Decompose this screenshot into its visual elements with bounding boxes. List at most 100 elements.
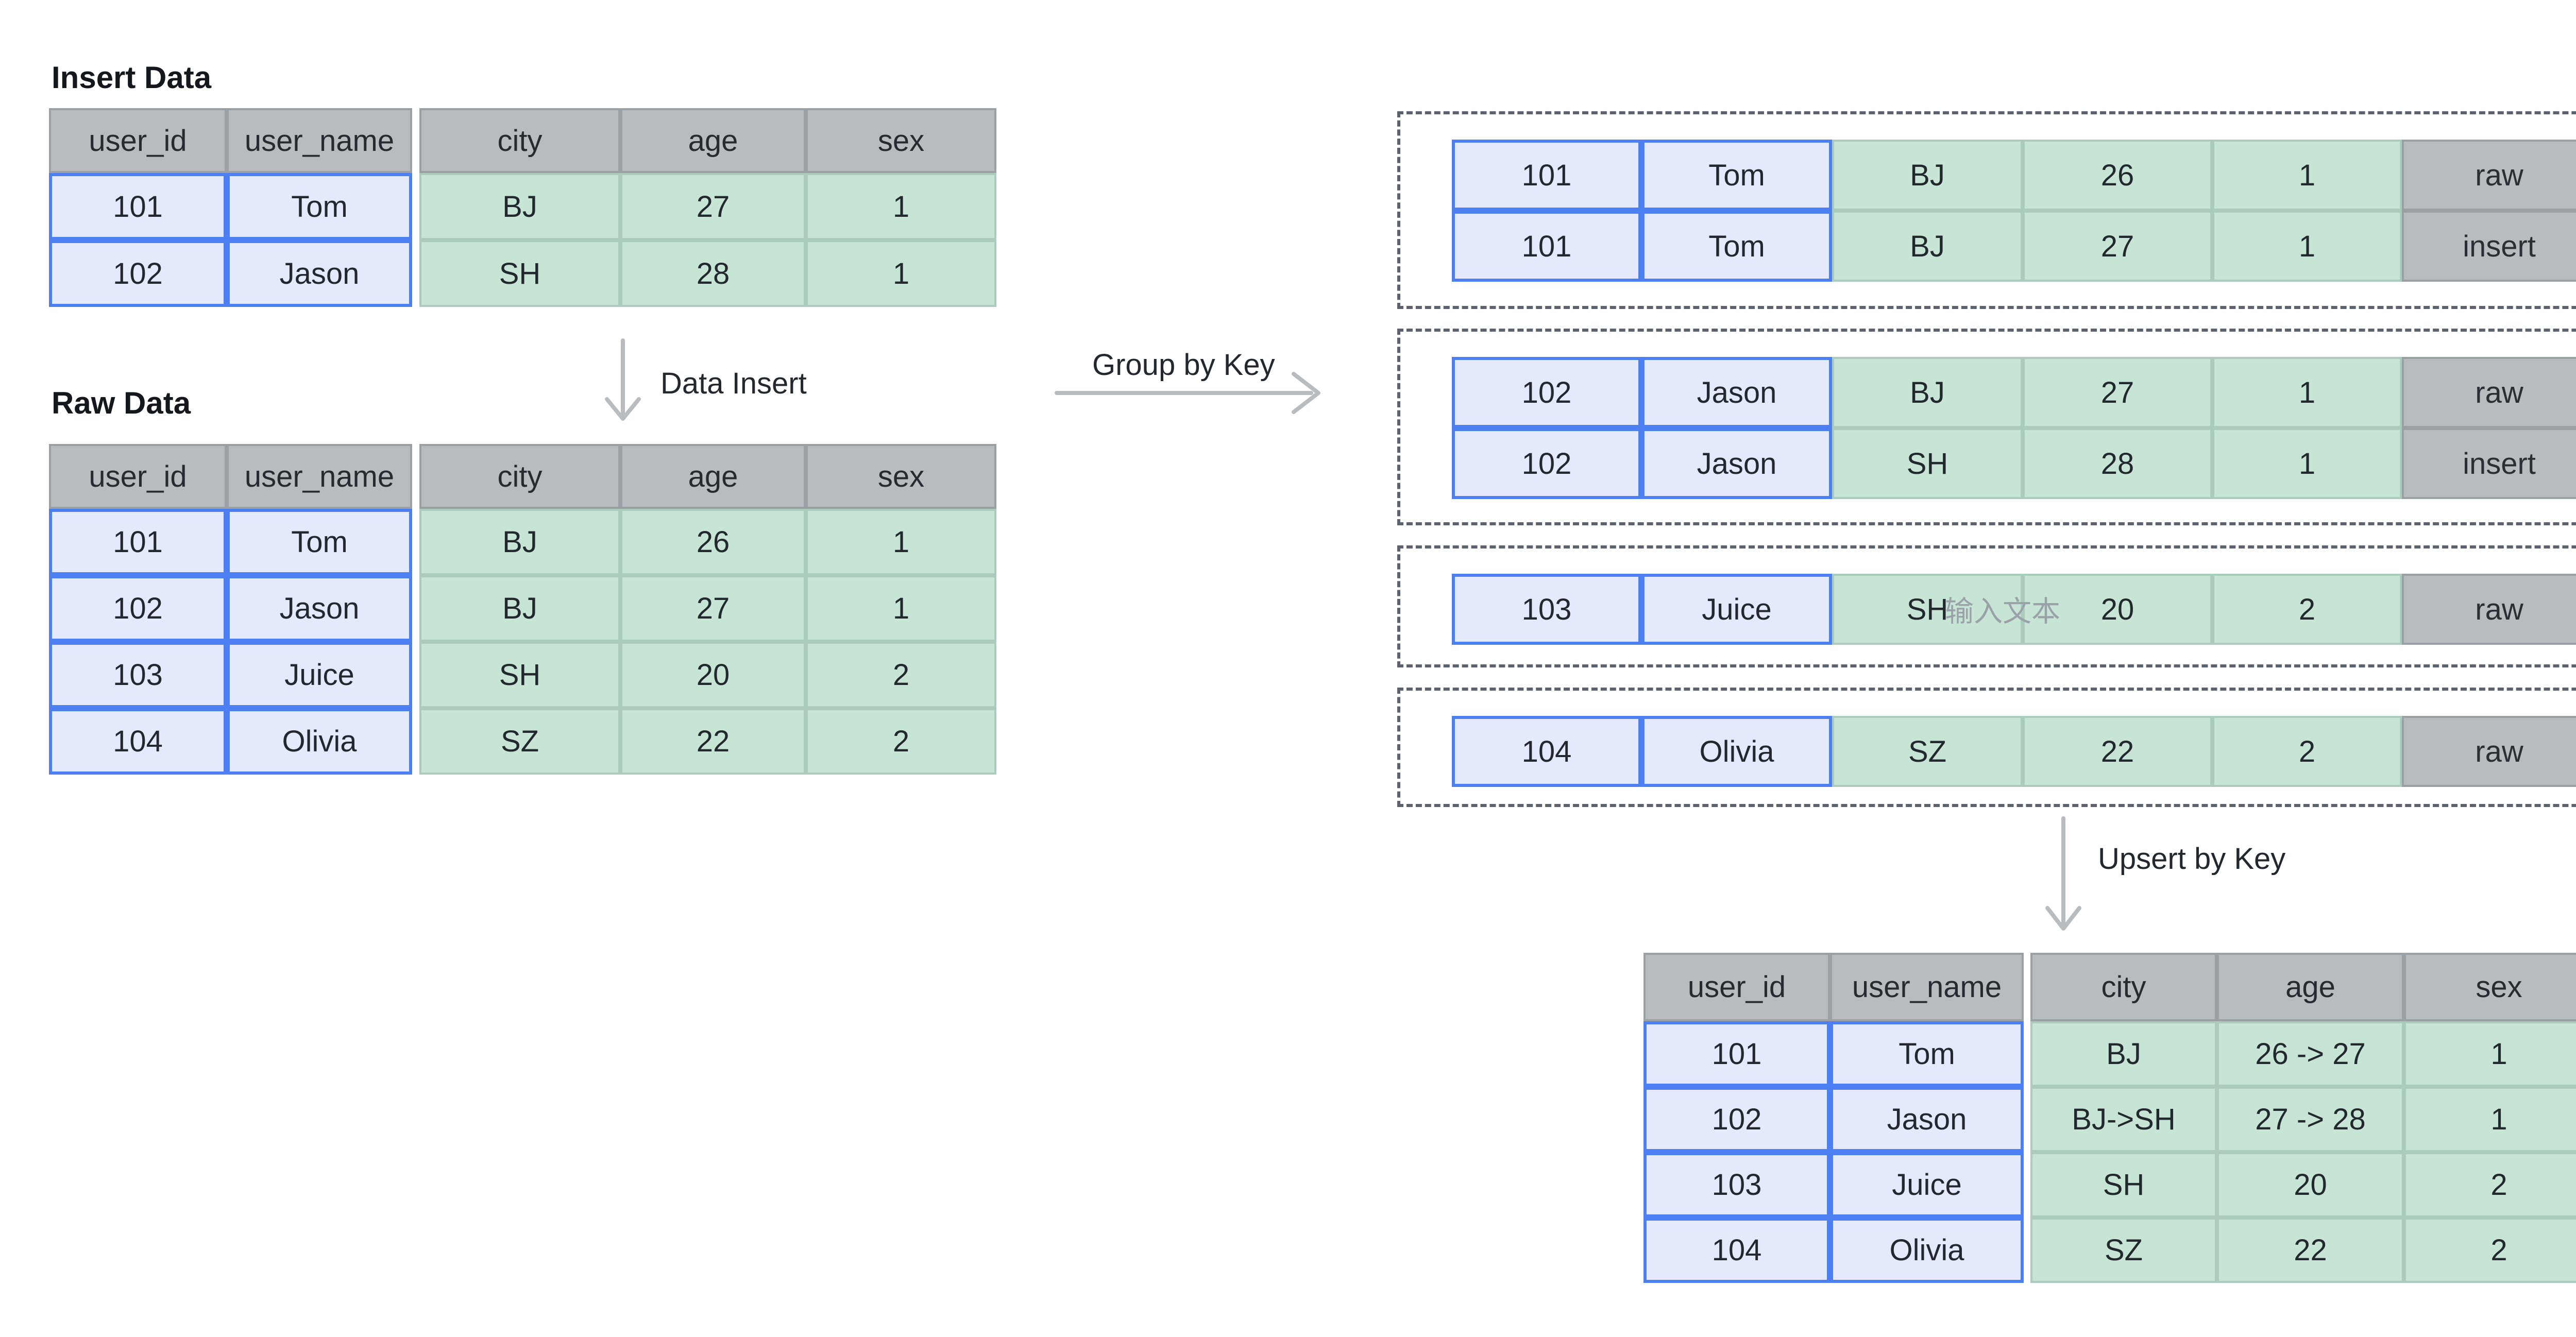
key-cell: Juice [1830,1152,2024,1218]
header-cell-user_name: user_name [227,108,412,173]
tag-cell-raw: raw [2402,140,2576,211]
value-cell: 1 [2212,211,2402,282]
key-cell: 104 [1452,716,1641,787]
upsert-by-key-label: Upsert by Key [2098,842,2286,876]
header-cell-age: age [2217,953,2404,1021]
value-cell: BJ [419,575,620,642]
header-cell-sex: sex [806,444,996,509]
value-cell: 27 -> 28 [2217,1087,2404,1152]
tag-cell-insert: insert [2402,211,2576,282]
value-cell: 2 [806,708,996,775]
key-cell: Olivia [227,708,412,775]
value-cell: 1 [806,575,996,642]
value-cell: 22 [2023,716,2212,787]
header-cell-user_name: user_name [1830,953,2024,1021]
key-cell: Juice [1641,574,1832,645]
key-cell: Tom [1641,140,1832,211]
value-cell: 2 [2404,1152,2576,1218]
key-cell: 103 [49,642,227,708]
key-cell: 104 [49,708,227,775]
header-cell-age: age [620,444,806,509]
value-cell: BJ [2030,1021,2217,1087]
key-cell: 101 [49,509,227,575]
value-cell: 27 [620,575,806,642]
value-cell: BJ [1832,357,2023,428]
header-cell-city: city [419,108,620,173]
value-cell: SZ [2030,1218,2217,1283]
header-cell-user_id: user_id [49,444,227,509]
header-cell-age: age [620,108,806,173]
value-cell: 26 [2023,140,2212,211]
tag-cell-insert: insert [2402,428,2576,499]
key-cell: Olivia [1641,716,1832,787]
value-cell: BJ->SH [2030,1087,2217,1152]
value-cell: 1 [806,240,996,307]
header-cell-user_id: user_id [1643,953,1830,1021]
group-by-key-arrow-icon [1055,372,1320,414]
value-cell: 1 [2404,1087,2576,1152]
placeholder-watermark-text: 输入文本 [1945,595,2060,628]
value-cell: 2 [2212,716,2402,787]
value-cell: SZ [1832,716,2023,787]
key-cell: 101 [1452,140,1641,211]
key-cell: Tom [227,509,412,575]
key-cell: 103 [1452,574,1641,645]
value-cell: SH [2030,1152,2217,1218]
value-cell: BJ [1832,211,2023,282]
value-cell: BJ [1832,140,2023,211]
value-cell: 2 [2212,574,2402,645]
header-cell-city: city [2030,953,2217,1021]
key-cell: Tom [227,173,412,240]
value-cell: 22 [2217,1218,2404,1283]
value-cell: 1 [2404,1021,2576,1087]
key-cell: 101 [49,173,227,240]
value-cell: SZ [419,708,620,775]
value-cell: 1 [806,173,996,240]
value-cell: 27 [2023,357,2212,428]
key-cell: Tom [1641,211,1832,282]
key-cell: 103 [1643,1152,1830,1218]
key-cell: Olivia [1830,1218,2024,1283]
key-cell: Jason [227,240,412,307]
key-cell: Jason [1830,1087,2024,1152]
tag-cell-raw: raw [2402,357,2576,428]
key-cell: Tom [1830,1021,2024,1087]
value-cell: 22 [620,708,806,775]
data-insert-label: Data Insert [660,367,807,400]
value-cell: 20 [2217,1152,2404,1218]
value-cell: 26 [620,509,806,575]
value-cell: 1 [2212,140,2402,211]
insert-data-title: Insert Data [52,60,212,95]
value-cell: SH [419,642,620,708]
value-cell: 26 -> 27 [2217,1021,2404,1087]
value-cell: BJ [419,509,620,575]
value-cell: 28 [620,240,806,307]
header-cell-user_name: user_name [227,444,412,509]
tag-cell-raw: raw [2402,716,2576,787]
value-cell: 27 [620,173,806,240]
key-cell: Jason [1641,428,1832,499]
key-cell: 102 [1452,357,1641,428]
key-cell: 101 [1643,1021,1830,1087]
value-cell: 28 [2023,428,2212,499]
header-cell-city: city [419,444,620,509]
group-by-key-label: Group by Key [1092,348,1275,382]
